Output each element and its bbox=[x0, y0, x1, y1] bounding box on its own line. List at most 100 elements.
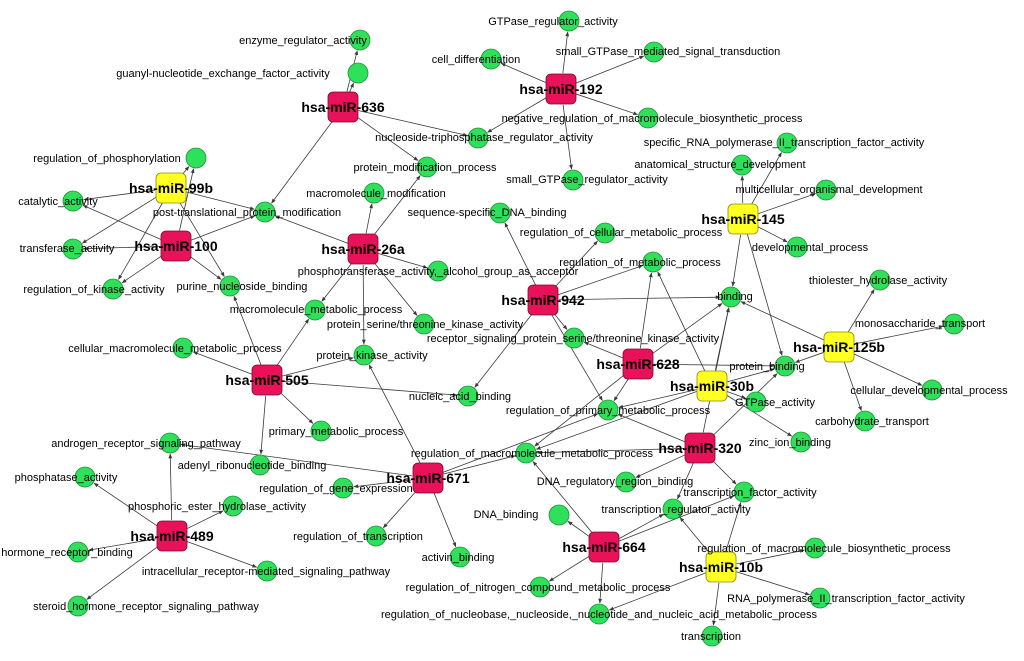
edge-m636-postmod bbox=[271, 119, 334, 204]
go-node-activin[interactable] bbox=[449, 546, 471, 568]
edge-m100-postmod bbox=[190, 215, 256, 241]
go-node-regmacromet[interactable] bbox=[515, 442, 537, 464]
go-node-androgen[interactable] bbox=[159, 432, 181, 454]
edge-m10b-tfact bbox=[725, 502, 742, 552]
go-node-phosphatase[interactable] bbox=[74, 466, 96, 488]
go-node-protbind[interactable] bbox=[774, 355, 796, 377]
go-node-monosac[interactable] bbox=[943, 313, 965, 335]
go-node-recsig[interactable] bbox=[563, 327, 585, 349]
go-node-regmacrobio[interactable] bbox=[804, 537, 826, 559]
go-node-tfact[interactable] bbox=[733, 481, 755, 503]
go-node-adenyl[interactable] bbox=[249, 454, 271, 476]
mirna-node-m489[interactable] bbox=[156, 520, 188, 552]
edge-m10b-treg bbox=[679, 517, 712, 555]
go-node-anatstruct[interactable] bbox=[731, 154, 753, 176]
go-node-regcellmet[interactable] bbox=[594, 222, 616, 244]
edge-m636-protmod bbox=[355, 115, 419, 161]
edge-m100-regphos bbox=[179, 168, 195, 231]
go-node-intracell[interactable] bbox=[256, 560, 278, 582]
go-node-cellmacro[interactable] bbox=[172, 337, 194, 359]
go-node-transcription[interactable] bbox=[701, 625, 723, 647]
go-node-phosphotrans[interactable] bbox=[427, 260, 449, 282]
mirna-label-m671: hsa-miR-671 bbox=[386, 470, 469, 486]
go-node-dnareg[interactable] bbox=[615, 471, 637, 493]
go-node-transferase[interactable] bbox=[62, 238, 84, 260]
mirna-node-m145[interactable] bbox=[727, 203, 759, 235]
mirna-node-m99b[interactable] bbox=[155, 172, 187, 204]
go-label-guanyl: guanyl-nucleotide_exchange_factor_activi… bbox=[116, 68, 330, 80]
go-node-protmod[interactable] bbox=[416, 156, 438, 178]
go-node-catalytic[interactable] bbox=[62, 190, 84, 212]
go-node-nucacid[interactable] bbox=[457, 385, 479, 407]
go-node-steroid[interactable] bbox=[67, 595, 89, 617]
go-node-dnabind[interactable] bbox=[548, 504, 570, 526]
go-node-regnitro[interactable] bbox=[529, 576, 551, 598]
mirna-node-m100[interactable] bbox=[160, 230, 192, 262]
mirna-node-m505[interactable] bbox=[251, 364, 283, 396]
go-label-seqdna: sequence-specific_DNA_binding bbox=[408, 207, 567, 219]
mirna-node-m636[interactable] bbox=[327, 91, 359, 123]
go-node-regexpr[interactable] bbox=[332, 477, 354, 499]
go-node-hormone[interactable] bbox=[67, 541, 89, 563]
go-node-phosester[interactable] bbox=[222, 495, 244, 517]
go-node-devproc[interactable] bbox=[786, 236, 808, 258]
go-node-smallgtpsig[interactable] bbox=[643, 41, 665, 63]
edge-m192-smallgtpreg bbox=[562, 104, 573, 170]
go-label-regmacromet: regulation_of_macromolecule_metabolic_pr… bbox=[411, 448, 654, 460]
go-node-guanyl[interactable] bbox=[347, 62, 369, 84]
go-node-protserkin[interactable] bbox=[413, 313, 435, 335]
go-node-postmod[interactable] bbox=[254, 201, 276, 223]
mirna-node-m10b[interactable] bbox=[705, 551, 737, 583]
go-node-regprim[interactable] bbox=[597, 399, 619, 421]
mirna-node-m664[interactable] bbox=[588, 531, 620, 563]
go-label-steroid: steroid_hormone_receptor_signaling_pathw… bbox=[33, 601, 259, 613]
mirna-node-m26a[interactable] bbox=[347, 233, 379, 265]
go-node-celldiff[interactable] bbox=[480, 48, 502, 70]
edge-m26a-phosphotrans bbox=[378, 253, 428, 269]
go-node-gtpreg[interactable] bbox=[558, 10, 580, 32]
go-node-regphos[interactable] bbox=[185, 147, 207, 169]
go-label-protserkin: protein_serine/threonine_kinase_activity bbox=[327, 319, 524, 331]
go-node-treg[interactable] bbox=[662, 498, 684, 520]
go-node-primmet[interactable] bbox=[310, 420, 332, 442]
go-node-regnucleo[interactable] bbox=[588, 603, 610, 625]
go-label-regtrans: regulation_of_transcription bbox=[293, 531, 423, 543]
mirna-node-m628[interactable] bbox=[622, 348, 654, 380]
go-node-regkinase[interactable] bbox=[102, 278, 124, 300]
go-node-macromod[interactable] bbox=[363, 182, 385, 204]
go-label-regphos: regulation_of_phosphorylation bbox=[33, 153, 180, 165]
mirna-node-m192[interactable] bbox=[545, 73, 577, 105]
mirna-node-m671[interactable] bbox=[412, 462, 444, 494]
go-node-zinc[interactable] bbox=[790, 431, 812, 453]
go-node-celldev[interactable] bbox=[921, 379, 943, 401]
go-node-ntpreg[interactable] bbox=[467, 127, 489, 149]
go-node-thiolester[interactable] bbox=[869, 269, 891, 291]
go-node-specrnapol[interactable] bbox=[776, 132, 798, 154]
edge-m671-regtrans bbox=[383, 489, 418, 529]
go-label-regprim: regulation_of_primary_metabolic_process bbox=[506, 405, 711, 417]
go-label-celldiff: cell_differentiation bbox=[432, 54, 520, 66]
go-node-negregmacro[interactable] bbox=[637, 107, 659, 129]
edge-m26a-postmod bbox=[274, 215, 349, 244]
go-node-smallgtpreg[interactable] bbox=[562, 169, 584, 191]
go-node-purine[interactable] bbox=[219, 275, 241, 297]
go-node-macromet[interactable] bbox=[304, 299, 326, 321]
mirna-node-m30b[interactable] bbox=[696, 370, 728, 402]
mirna-node-m125b[interactable] bbox=[823, 331, 855, 363]
go-node-multicell[interactable] bbox=[815, 179, 837, 201]
go-node-regmet[interactable] bbox=[642, 251, 664, 273]
go-node-rnapol[interactable] bbox=[809, 587, 831, 609]
go-label-binding: binding bbox=[717, 291, 752, 303]
go-node-gtpase[interactable] bbox=[745, 391, 767, 413]
go-node-protkin[interactable] bbox=[353, 344, 375, 366]
go-label-protkin: protein_kinase_activity bbox=[316, 350, 428, 362]
edge-m320-dnareg bbox=[635, 454, 686, 478]
go-node-enzreg[interactable] bbox=[349, 29, 371, 51]
go-node-binding[interactable] bbox=[720, 286, 742, 308]
go-node-seqdna[interactable] bbox=[489, 202, 511, 224]
go-node-regtrans[interactable] bbox=[365, 525, 387, 547]
go-node-carbo[interactable] bbox=[854, 410, 876, 432]
mirna-node-m320[interactable] bbox=[684, 432, 716, 464]
mirna-node-m942[interactable] bbox=[527, 284, 559, 316]
